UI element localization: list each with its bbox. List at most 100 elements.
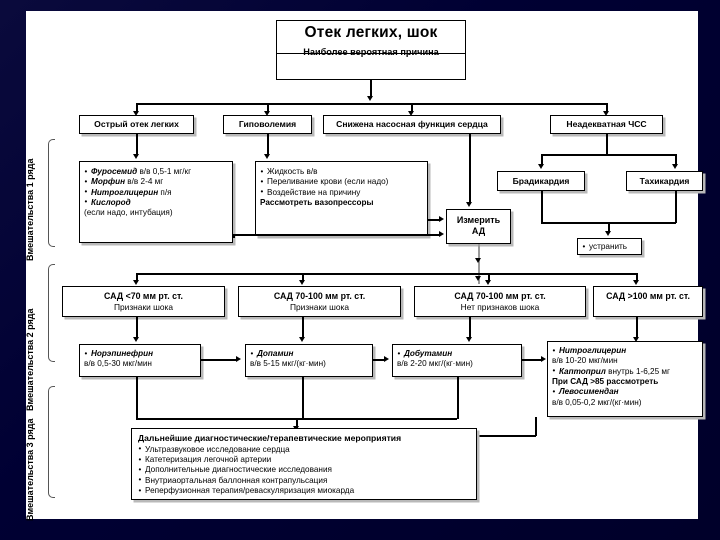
vasodilators-list: Нитроглицерин в/в 10-20 мкг/мин Каптопри… — [552, 345, 698, 408]
connector-resolve-drop — [608, 222, 610, 233]
connector-title-down — [370, 80, 372, 98]
list-item: в/в 5-15 мкг/(кг·мин) — [250, 359, 326, 369]
bp-box-lt70[interactable]: САД <70 мм рт. ст. Признаки шока — [62, 286, 225, 317]
treatment-hypovolemia-list: Жидкость в/в Переливание крови (если над… — [260, 166, 423, 208]
list-item: Воздействие на причину — [260, 187, 423, 198]
title-subtitle: Наиболее вероятная причина — [303, 47, 439, 57]
side-label-row3: Вмешательства 3 ряда — [25, 418, 35, 521]
connector-hr-bus — [541, 154, 676, 156]
list-item: Норэпинефрин — [84, 348, 196, 359]
list-item: Нитроглицерин п/я — [84, 187, 228, 198]
list-item: (если надо, интубация) — [84, 208, 173, 218]
connector-further-drop — [296, 418, 298, 428]
arrowhead-bp3 — [484, 280, 491, 285]
title-box: Отек легких, шок Наиболее вероятная прич… — [276, 20, 466, 80]
drug-box-dopamine[interactable]: Допамин в/в 5-15 мкг/(кг·мин) — [245, 344, 373, 377]
connector-norepi-down — [136, 377, 138, 419]
arrowhead-cause-3 — [407, 111, 414, 116]
connector-bp2-to-drug — [302, 317, 304, 339]
bp-gt100-line1: САД >100 мм рт. ст. — [606, 291, 690, 301]
bp-box-gt100[interactable]: САД >100 мм рт. ст. — [593, 286, 703, 317]
arrowhead-tachy — [671, 164, 678, 169]
connector-hypovolemia-to-bp — [428, 219, 440, 221]
title-divider — [277, 53, 465, 54]
arrowhead-norepi-to-dopamine — [236, 355, 241, 362]
list-item: Морфин в/в 2-4 мг — [84, 177, 228, 187]
arrowhead-bp-down-2 — [474, 276, 481, 281]
list-item: Жидкость в/в — [260, 166, 423, 177]
connector-bp-bus — [136, 273, 636, 275]
connector-bp2-drop — [302, 273, 304, 282]
further-actions-box[interactable]: Дальнейшие диагностические/терапевтическ… — [131, 428, 477, 500]
connector-bp3-to-drug — [469, 317, 471, 339]
resolve-list: устранить — [582, 241, 637, 252]
cause-box-inadequate-heart-rate[interactable]: Неадекватная ЧСС — [550, 115, 663, 134]
list-item: Добутамин — [397, 348, 517, 359]
bp-70-100-shock-line2: Признаки шока — [289, 302, 350, 313]
rhythm-box-resolve[interactable]: устранить — [577, 238, 642, 255]
list-item: Кислород — [84, 197, 228, 208]
side-label-row2: Вмешательства 2 ряда — [25, 308, 35, 411]
bp-70-100-noshock-line1: САД 70-100 мм рт. ст. — [454, 291, 546, 301]
connector-cause-2-drop — [267, 103, 269, 113]
connector-cause-3-drop — [411, 103, 413, 113]
arrowhead-cause-1 — [132, 111, 139, 116]
treatment-box-hypovolemia[interactable]: Жидкость в/в Переливание крови (если над… — [255, 161, 428, 236]
flowchart-canvas: Вмешательства 1 ряда Вмешательства 2 ряд… — [25, 11, 703, 521]
bp-box-70-100-shock[interactable]: САД 70-100 мм рт. ст. Признаки шока — [238, 286, 401, 317]
list-item: Нитроглицерин — [552, 345, 698, 356]
dobutamine-list: Добутамин в/в 2-20 мкг/(кг·мин) — [397, 348, 517, 370]
list-item: При САД >85 рассмотреть — [552, 376, 659, 386]
list-item: в/в 2-20 мкг/(кг·мин) — [397, 359, 473, 369]
drug-box-vasodilators[interactable]: Нитроглицерин в/в 10-20 мкг/мин Каптопри… — [547, 341, 703, 417]
rhythm-box-tachycardia[interactable]: Тахикардия — [626, 171, 703, 191]
connector-dobutamine-to-vasodilators — [522, 359, 542, 361]
connector-bp4-drop — [636, 273, 638, 282]
connector-brady-down — [541, 191, 543, 223]
page-title: Отек легких, шок — [304, 24, 438, 41]
cause-box-acute-pulmonary-edema[interactable]: Острый отек легких — [79, 115, 194, 134]
connector-dobutamine-down — [457, 377, 459, 419]
arrowhead-pump-down — [465, 202, 472, 207]
cause-box-reduced-pump-function[interactable]: Снижена насосная функция сердца — [323, 115, 501, 134]
arrowhead-edema-down — [132, 154, 139, 159]
treatment-edema-list: Фуросемид в/в 0,5-1 мг/кг Морфин в/в 2-4… — [84, 166, 228, 219]
rhythm-box-bradycardia[interactable]: Брадикардия — [497, 171, 585, 191]
connector-edema-to-bp — [233, 234, 440, 236]
connector-dopamine-down — [302, 377, 304, 419]
connector-hypovolemia-down — [267, 134, 269, 156]
list-item: Дополнительные диагностические исследова… — [138, 465, 470, 475]
list-item: Каптоприл внутрь 1-6,25 мг — [552, 366, 698, 377]
connector-brady-drop — [541, 154, 543, 166]
measure-bp-box[interactable]: Измерить АД — [446, 209, 511, 244]
drug-box-norepinephrine[interactable]: Норэпинефрин в/в 0,5-30 мкг/мин — [79, 344, 201, 377]
list-item: Катетеризация легочной артерии — [138, 455, 470, 465]
treatment-box-pulmonary-edema[interactable]: Фуросемид в/в 0,5-1 мг/кг Морфин в/в 2-4… — [79, 161, 233, 243]
cause-box-hypovolemia[interactable]: Гиповолемия — [223, 115, 312, 134]
connector-cause-1-drop — [136, 103, 138, 113]
brace-row2 — [48, 264, 55, 362]
connector-bp3-drop — [488, 273, 490, 282]
arrowhead-title-down — [366, 96, 373, 101]
arrowhead-bp-down — [474, 258, 481, 263]
bp-box-70-100-noshock[interactable]: САД 70-100 мм рт. ст. Нет признаков шока — [414, 286, 586, 317]
list-item: устранить — [582, 241, 637, 252]
list-item: в/в 0,05-0,2 мкг/(кг·мин) — [552, 397, 642, 407]
side-label-row1: Вмешательства 1 ряда — [25, 158, 35, 261]
arrowhead-edema-to-bp — [439, 230, 444, 237]
connector-bp1-drop — [136, 273, 138, 282]
arrowhead-bp4-to-drug — [632, 337, 639, 342]
connector-tachy-drop — [675, 154, 677, 166]
arrowhead-brady — [537, 164, 544, 169]
drug-box-dobutamine[interactable]: Добутамин в/в 2-20 мкг/(кг·мин) — [392, 344, 522, 377]
connector-bp-down-2 — [478, 266, 480, 284]
list-item: Ультразвуковое исследование сердца — [138, 444, 470, 455]
bp-70-100-noshock-line2: Нет признаков шока — [460, 302, 540, 313]
connector-bp4-to-drug — [636, 317, 638, 339]
connector-stub-a — [233, 236, 235, 238]
connector-vasodilators-down — [535, 417, 537, 436]
dopamine-list: Допамин в/в 5-15 мкг/(кг·мин) — [250, 348, 368, 370]
connector-pump-down — [469, 134, 471, 204]
further-actions-heading: Дальнейшие диагностические/терапевтическ… — [138, 433, 402, 443]
